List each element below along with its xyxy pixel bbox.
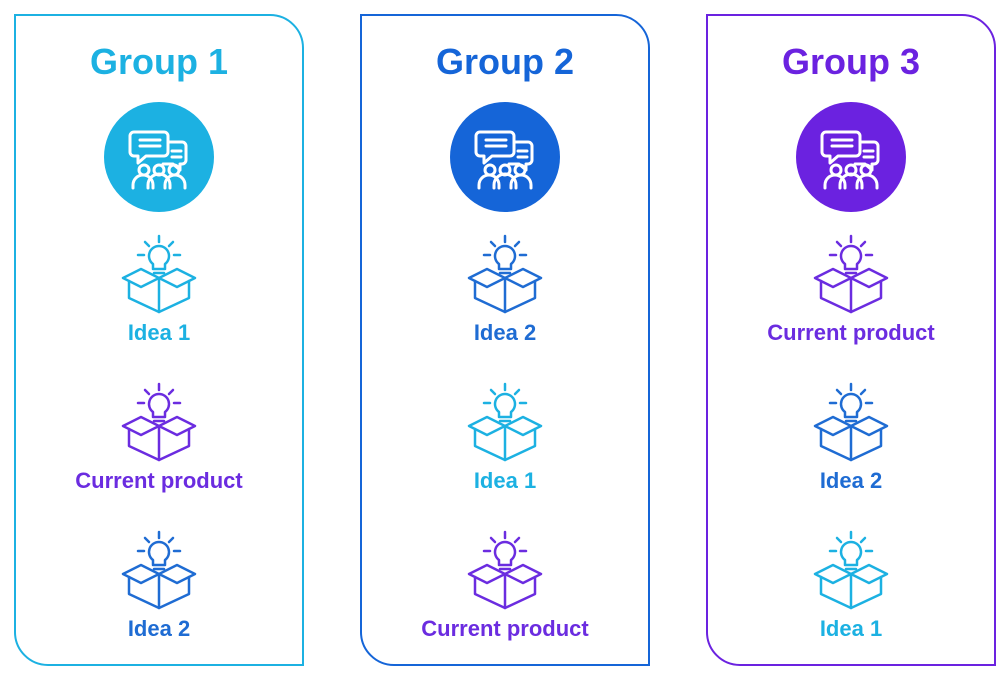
lightbulb-box-icon xyxy=(16,530,302,610)
group-title: Group 3 xyxy=(781,41,920,82)
idea-label: Idea 1 xyxy=(473,468,537,493)
lightbulb-box-icon xyxy=(708,234,994,314)
group-title: Group 2 xyxy=(435,41,574,82)
group-card-2: Group 2 Idea 2 Idea 1 Current product xyxy=(360,14,650,666)
idea-label: Idea 1 xyxy=(127,320,191,345)
group-title: Group 1 xyxy=(89,41,228,82)
team-discussion-icon xyxy=(104,102,214,212)
idea-item: Idea 2 xyxy=(16,530,302,670)
idea-label: Idea 2 xyxy=(473,320,537,345)
idea-item: Current product xyxy=(362,530,648,670)
lightbulb-box-icon xyxy=(362,530,648,610)
idea-item: Idea 2 xyxy=(708,382,994,522)
idea-item: Idea 2 xyxy=(362,234,648,374)
idea-label: Idea 2 xyxy=(819,468,883,493)
lightbulb-box-icon xyxy=(362,382,648,462)
idea-item: Idea 1 xyxy=(362,382,648,522)
idea-item: Idea 1 xyxy=(708,530,994,670)
lightbulb-box-icon xyxy=(16,382,302,462)
team-discussion-icon xyxy=(796,102,906,212)
idea-label: Idea 2 xyxy=(127,616,191,641)
lightbulb-box-icon xyxy=(708,530,994,610)
team-discussion-icon xyxy=(450,102,560,212)
lightbulb-box-icon xyxy=(16,234,302,314)
idea-label: Current product xyxy=(421,616,589,641)
idea-item: Idea 1 xyxy=(16,234,302,374)
lightbulb-box-icon xyxy=(708,382,994,462)
lightbulb-box-icon xyxy=(362,234,648,314)
idea-item: Current product xyxy=(708,234,994,374)
idea-label: Current product xyxy=(767,320,935,345)
idea-label: Idea 1 xyxy=(819,616,883,641)
idea-item: Current product xyxy=(16,382,302,522)
idea-label: Current product xyxy=(75,468,243,493)
